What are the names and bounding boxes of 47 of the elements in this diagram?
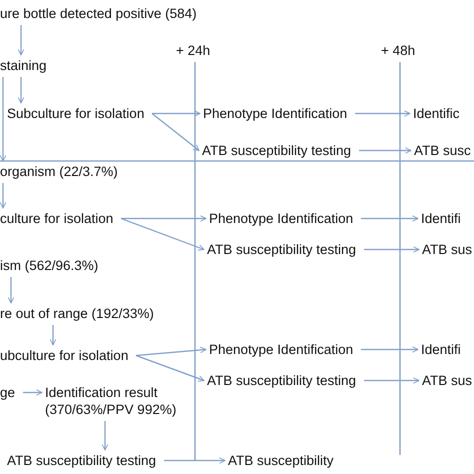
step-text: Phenotype Identification xyxy=(203,105,348,122)
arrow xyxy=(0,77,6,162)
step-text: ism (562/96.3%) xyxy=(0,257,98,274)
time-label: + 24h xyxy=(176,42,210,59)
step-text: ATB susceptibility testing xyxy=(202,142,352,159)
step-text: Identifi xyxy=(421,210,461,227)
step-text: culture for isolation xyxy=(0,210,114,227)
step-text: ATB susceptibility testing xyxy=(207,372,356,389)
step-text: organism (22/3.7%) xyxy=(0,163,118,180)
step-text: re out of range (192/33%) xyxy=(0,305,154,322)
arrow xyxy=(152,110,200,117)
step-text: ATB susc xyxy=(414,142,471,159)
arrow xyxy=(50,325,56,346)
arrow xyxy=(0,183,6,208)
arrow xyxy=(23,389,42,396)
step-text: ATB sus xyxy=(422,372,472,389)
arrow xyxy=(364,246,420,253)
arrow xyxy=(120,218,204,251)
step-text: ATB susceptibility testing xyxy=(7,452,156,469)
step-text: Identifi xyxy=(421,341,461,358)
step-text: Phenotype Identification xyxy=(209,341,354,358)
arrow xyxy=(361,346,418,353)
arrow xyxy=(18,25,24,56)
time-label: + 48h xyxy=(381,42,416,59)
arrow xyxy=(164,457,226,464)
arrow xyxy=(136,354,204,382)
step-text: Identific xyxy=(413,105,460,122)
arrow xyxy=(364,377,420,384)
step-text: Subculture for isolation xyxy=(7,105,144,122)
arrow xyxy=(18,77,24,104)
arrow xyxy=(152,113,200,151)
step-text: ure bottle detected positive (584) xyxy=(0,5,197,22)
step-text: Phenotype Identification xyxy=(209,210,354,227)
arrow xyxy=(359,147,412,154)
step-text: ATB susceptibility testing xyxy=(207,241,356,258)
arrow xyxy=(102,421,108,450)
step-text: Identification result (370/63%/PPV 992%) xyxy=(45,384,195,418)
step-text: staining xyxy=(0,57,47,74)
arrow xyxy=(361,215,418,222)
step-text: ge xyxy=(0,384,16,401)
step-text: ubculture for isolation xyxy=(0,347,128,364)
step-text: ATB susceptibility xyxy=(228,452,334,469)
step-text: ATB sus xyxy=(422,241,472,258)
arrow xyxy=(121,215,206,222)
arrow xyxy=(355,110,410,117)
arrow xyxy=(8,277,14,304)
arrow xyxy=(136,346,206,356)
